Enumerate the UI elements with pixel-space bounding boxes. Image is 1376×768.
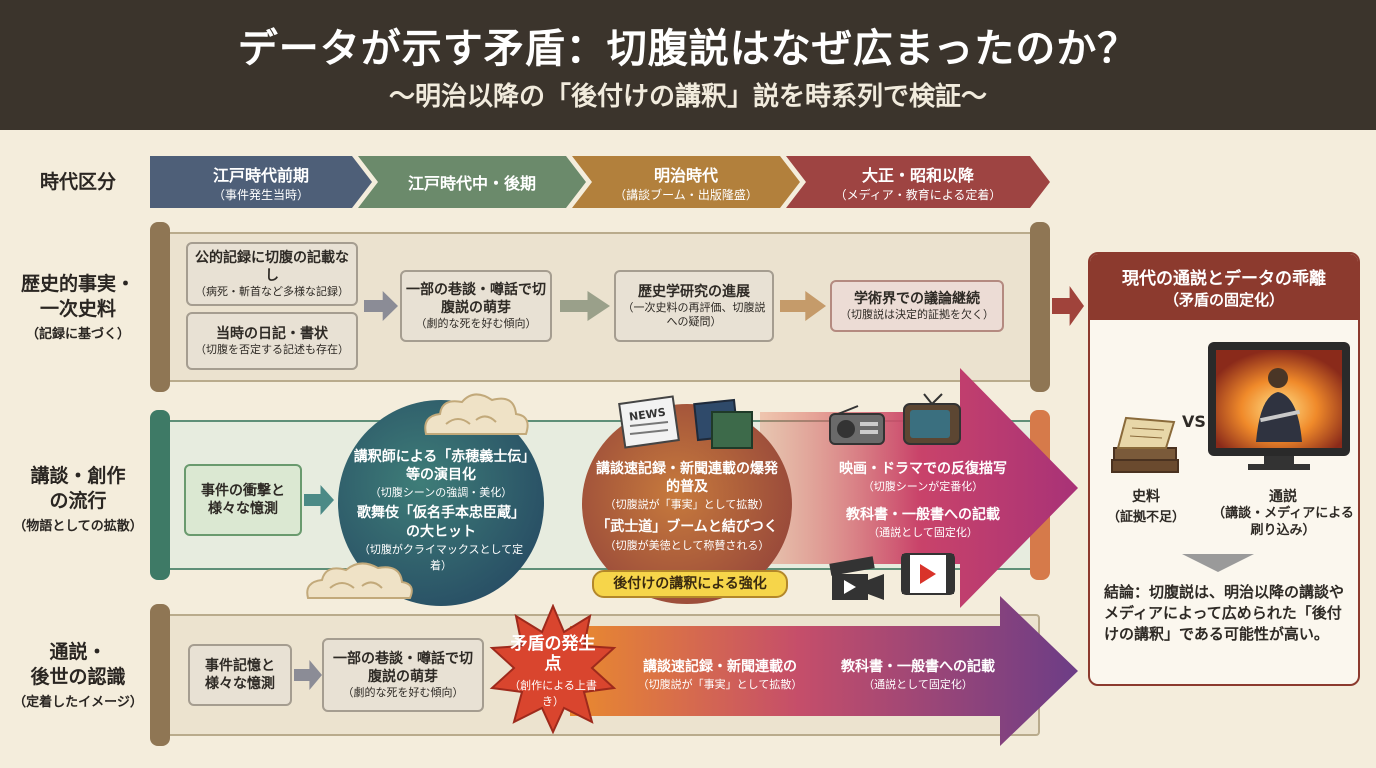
common-roll-left — [150, 604, 170, 746]
common-big-arrow — [570, 596, 1078, 746]
television-icon — [903, 393, 961, 445]
panel-header: 現代の通説とデータの乖離 （矛盾の固定化） — [1090, 254, 1358, 320]
scroll-roll-left — [150, 222, 170, 392]
vs-label: VS — [1182, 412, 1206, 431]
header: データが示す矛盾：切腹説はなぜ広まったのか？ 〜明治以降の「後付けの講釈」説を時… — [0, 0, 1376, 130]
media-textbooks: 教科書・一般書への記載 （通説として固定化） — [846, 507, 1000, 539]
history-box-research: 歴史学研究の進展 （一次史料の再評価、切腹説への疑問） — [614, 270, 774, 342]
common-view-label: 通説 （講談・メディアによる刷り込み） — [1212, 489, 1354, 538]
history-arrow-to-panel — [1052, 286, 1084, 326]
common-box-rumors: 一部の巷談・噂話で切腹説の萌芽 （劇的な死を好む傾向） — [322, 638, 484, 712]
common-box-memory: 事件記憶と様々な憶測 — [188, 644, 292, 706]
radio-icon — [829, 405, 885, 445]
reinforcement-badge: 後付けの講釈による強化 — [592, 570, 788, 598]
cloud-icon — [424, 393, 529, 435]
scroll-roll-right — [1030, 222, 1050, 392]
samurai-tv-icon — [1208, 342, 1350, 470]
era-taisho-showa: 大正・昭和以降 （メディア・教育による定着） — [786, 156, 1050, 208]
common-text-textbook: 教科書・一般書への記載 （通説として固定化） — [841, 659, 995, 691]
history-box-rumors: 一部の巷談・噂話で切腹説の萌芽 （劇的な死を好む傾向） — [400, 270, 552, 342]
history-box-diaries: 当時の日記・書状 （切腹を否定する記述も存在） — [186, 312, 358, 370]
contradiction-point: 矛盾の発生点 （創作による上書き） — [509, 634, 597, 708]
common-text-newspaper: 講談速記録・新聞連載の （切腹説が「事実」として拡散） — [637, 659, 803, 691]
primary-source-label: 史料 （証拠不足） — [1106, 489, 1185, 525]
page-title: データが示す矛盾：切腹説はなぜ広まったのか？ — [237, 26, 1139, 72]
film-camera-icon — [829, 556, 884, 600]
page-subtitle: 〜明治以降の「後付けの講釈」説を時系列で検証〜 — [388, 82, 987, 112]
books-icon — [693, 398, 753, 449]
era-edo-mid-late: 江戸時代中・後期 — [358, 156, 586, 208]
row-label-era: 時代区分 — [39, 171, 116, 193]
conclusion-panel: 現代の通説とデータの乖離 （矛盾の固定化） VS 史料 （証拠不足） 通説 （講 — [1088, 252, 1360, 686]
row-label-history: 歴史的事実・ 一次史料 （記録に基づく） — [20, 273, 135, 343]
contradiction-burst-icon — [489, 604, 617, 734]
row-label-common: 通説・ 後世の認識 （定着したイメージ） — [13, 641, 143, 711]
video-play-icon — [901, 553, 955, 595]
row-label-story: 講談・創作 の流行 （物語としての拡散） — [13, 465, 143, 535]
history-box-public-records: 公的記録に切腹の記載なし （病死・斬首など多様な記録） — [186, 242, 358, 306]
scroll-books-icon — [1111, 416, 1179, 473]
conclusion-text: 結論：切腹説は、明治以降の講談やメディアによって広められた「後付けの講釈」である… — [1104, 583, 1345, 643]
story-roll-left — [150, 410, 170, 580]
cloud-icon — [306, 562, 413, 599]
down-arrow-icon — [1182, 554, 1254, 572]
newspaper-icon: NEWS — [618, 395, 680, 449]
era-edo-early: 江戸時代前期 （事件発生当時） — [150, 156, 372, 208]
story-box-shock: 事件の衝撃と様々な憶測 — [184, 464, 302, 536]
history-box-academic: 学術界での議論継続 （切腹説は決定的証拠を欠く） — [830, 280, 1004, 332]
era-meiji: 明治時代 （講談ブーム・出版隆盛） — [572, 156, 800, 208]
svg-text:NEWS: NEWS — [628, 406, 666, 424]
media-repetition: 映画・ドラマでの反復描写 （切腹シーンが定番化） — [839, 461, 1007, 493]
